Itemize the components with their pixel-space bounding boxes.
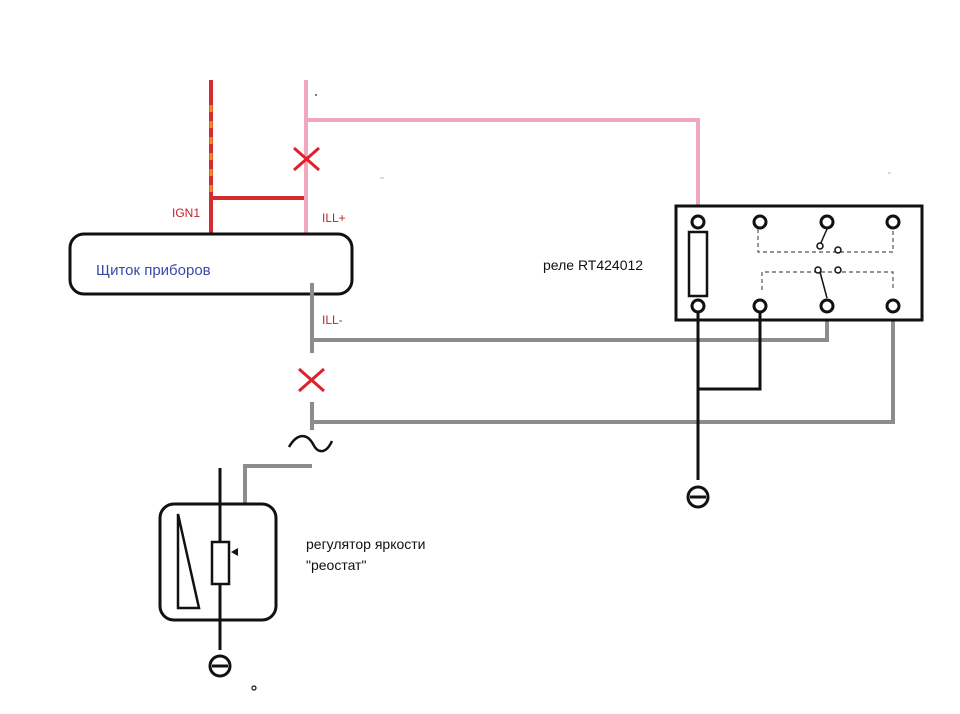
relay-coil-icon [687, 230, 709, 298]
stray-dot [315, 94, 317, 96]
ign1-label: IGN1 [172, 206, 200, 220]
panel-label: Щиток приборов [96, 262, 211, 279]
relay-contact-icon [814, 228, 842, 299]
relay-terminals [690, 214, 901, 314]
rheostat-icon [176, 468, 238, 650]
stray-dot [251, 685, 257, 691]
dimmer-label-line1: регулятор яркости [306, 536, 426, 552]
ign1-wire [209, 80, 306, 240]
cut-mark-icon [293, 146, 320, 172]
relay-label: реле RT424012 [543, 257, 643, 273]
dimmer-label-line2: "реостат" [306, 557, 366, 573]
ground-symbol-icon [208, 654, 232, 678]
ill-plus-label: ILL+ [322, 211, 346, 225]
relay-ground-wire [696, 312, 762, 480]
cut-mark-icon [298, 367, 325, 393]
ground-symbol-icon [686, 485, 710, 509]
relay-contact-icon [757, 229, 894, 290]
relay-box [674, 204, 924, 322]
ill-minus-label: ILL- [322, 313, 343, 327]
break-tilde-icon [287, 434, 334, 453]
instrument-panel-box [68, 232, 354, 296]
